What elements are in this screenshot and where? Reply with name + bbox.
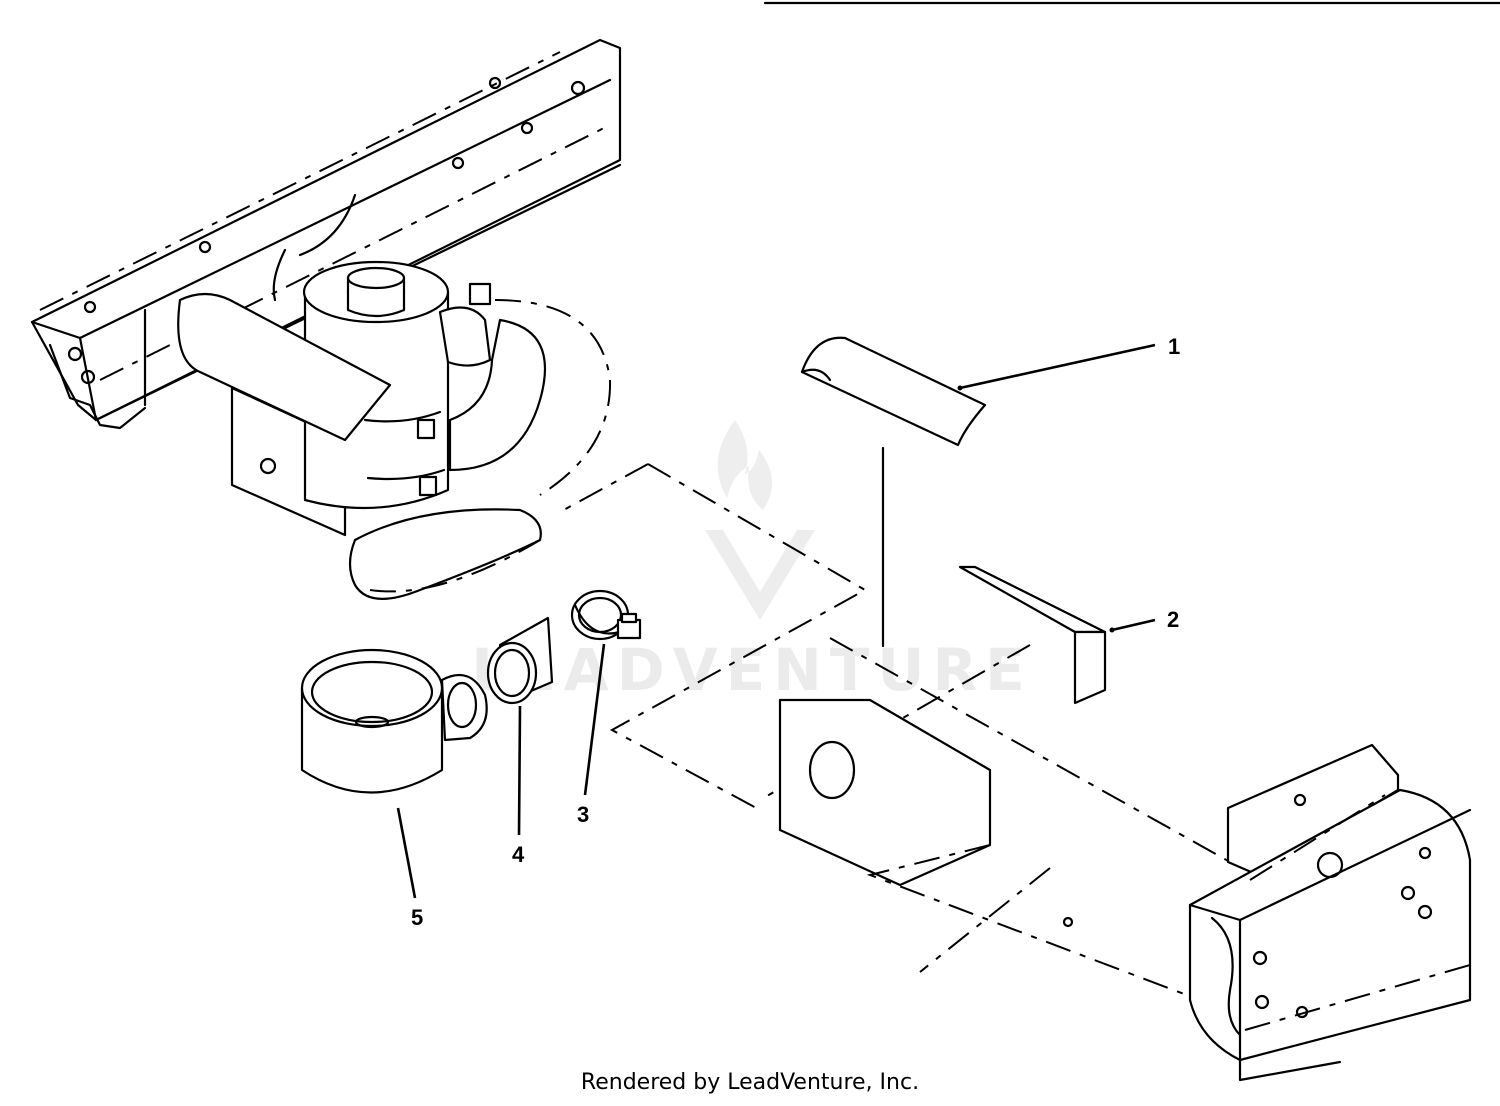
part-4-hose-adapter	[486, 616, 554, 705]
callout-2: 2	[1109, 607, 1179, 633]
callout-1: 1	[957, 334, 1180, 391]
callout-1-label: 1	[1168, 334, 1180, 359]
part-2-bracket	[958, 565, 1107, 705]
callout-4: 4	[512, 705, 525, 867]
footer-credit: Rendered by LeadVenture, Inc.	[580, 1070, 920, 1095]
right-frame-rail	[1188, 743, 1472, 1082]
leadventure-watermark: LEADVENTURE	[471, 420, 1033, 704]
part-1-heat-shield	[800, 336, 987, 447]
mounting-panel	[559, 446, 1231, 1001]
callout-5: 5	[396, 807, 423, 930]
callout-5-label: 5	[411, 905, 423, 930]
part-5-precleaner-cup	[300, 648, 488, 794]
callout-4-label: 4	[512, 842, 525, 867]
watermark-text: LEADVENTURE	[471, 636, 1033, 704]
callout-3-label: 3	[577, 802, 589, 827]
part-3-hose-clamp	[570, 589, 642, 641]
callout-2-label: 2	[1167, 607, 1179, 632]
callout-3: 3	[577, 643, 606, 827]
air-cleaner-assembly	[177, 193, 612, 600]
